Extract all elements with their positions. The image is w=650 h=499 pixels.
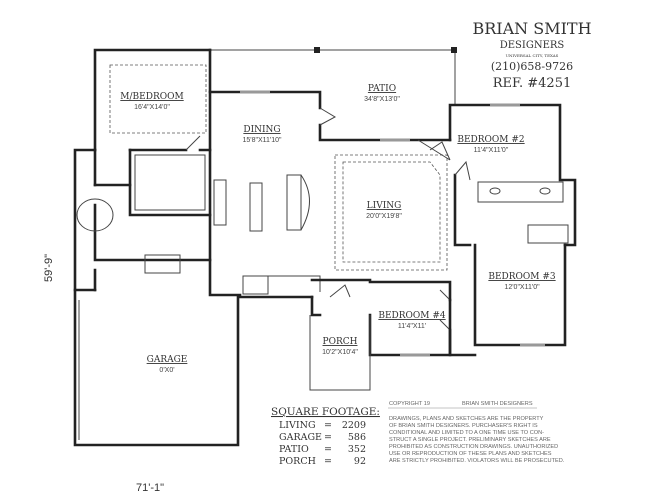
room-name: DINING <box>243 125 280 135</box>
room-size: 34'8"X13'0" <box>364 96 400 103</box>
sqft-label: PORCH <box>279 456 316 467</box>
copyright-notice: COPYRIGHT 19 BRIAN SMITH DESIGNERS DRAWI… <box>388 401 565 464</box>
company-name: BRIAN SMITH <box>472 19 591 38</box>
square-footage-table: SQUARE FOOTAGE: LIVING = 2209 GARAGE = 5… <box>271 406 380 467</box>
sqft-label: LIVING <box>279 420 316 431</box>
room-size: 16'4"X14'0" <box>134 104 170 111</box>
width-dimension: 71'-1" <box>136 482 164 494</box>
company-subtitle: DESIGNERS <box>500 40 565 51</box>
sqft-value: 352 <box>348 444 366 455</box>
sqft-label: PATIO <box>279 444 309 455</box>
walls <box>73 47 577 447</box>
room-size: 15'8"X11'10" <box>242 137 282 144</box>
room-name: BEDROOM #4 <box>378 311 446 321</box>
plan-ref: REF. #4251 <box>493 76 572 91</box>
room-name: BEDROOM #3 <box>488 272 556 282</box>
copyright-company: BRIAN SMITH DESIGNERS <box>462 401 533 407</box>
company-phone: (210)658-9726 <box>491 60 573 73</box>
sqft-eq: = <box>324 456 332 467</box>
sqft-label: GARAGE <box>279 432 322 443</box>
room-size: 11'4"X11' <box>398 323 426 330</box>
sqft-eq: = <box>324 444 332 455</box>
room-labels: M/BEDROOM 16'4"X14'0" PATIO 34'8"X13'0" … <box>120 84 556 374</box>
company-location: UNIVERSAL CITY, TEXAS <box>506 53 559 58</box>
copyright-line: DRAWINGS, PLANS AND SKETCHES ARE THE PRO… <box>389 416 544 422</box>
copyright-line: CONDITIONAL AND LIMITED TO A ONE TIME US… <box>389 430 544 436</box>
sqft-value: 586 <box>348 432 366 443</box>
copyright-line: ARE STRICTLY PROHIBITED. VIOLATORS WILL … <box>389 458 565 464</box>
room-name: PATIO <box>368 84 396 94</box>
sqft-value: 2209 <box>342 420 366 431</box>
copyright-line: STRUCT A SINGLE PROJECT. PRELIMINARY SKE… <box>389 437 551 443</box>
copyright-line: USE OR REPRODUCTION OF THESE PLANS AND S… <box>389 451 552 457</box>
room-name: M/BEDROOM <box>120 92 183 102</box>
room-size: 20'0"X19'8" <box>366 213 402 220</box>
copyright-line: OF BRIAN SMITH DESIGNERS. PURCHASER'S RI… <box>389 423 538 429</box>
room-size: 12'0"X11'0" <box>504 284 540 291</box>
room-name: GARAGE <box>147 355 188 365</box>
room-name: LIVING <box>367 201 402 211</box>
title-block: BRIAN SMITH DESIGNERS UNIVERSAL CITY, TE… <box>472 19 591 91</box>
copyright-header: COPYRIGHT 19 <box>389 401 430 407</box>
copyright-line: PROHIBITED AS CONSTRUCTION DRAWINGS. UNA… <box>389 444 558 450</box>
depth-dimension: 59'-9" <box>43 254 55 282</box>
sqft-eq: = <box>324 432 332 443</box>
room-size: 10'2"X10'4" <box>322 349 358 356</box>
sqft-eq: = <box>324 420 332 431</box>
room-name: BEDROOM #2 <box>457 135 524 145</box>
square-footage-title: SQUARE FOOTAGE: <box>271 406 380 418</box>
room-size: 11'4"X11'0" <box>474 147 509 154</box>
room-size: 0'X0' <box>159 367 174 374</box>
room-name: PORCH <box>323 337 358 347</box>
sqft-value: 92 <box>354 456 366 467</box>
